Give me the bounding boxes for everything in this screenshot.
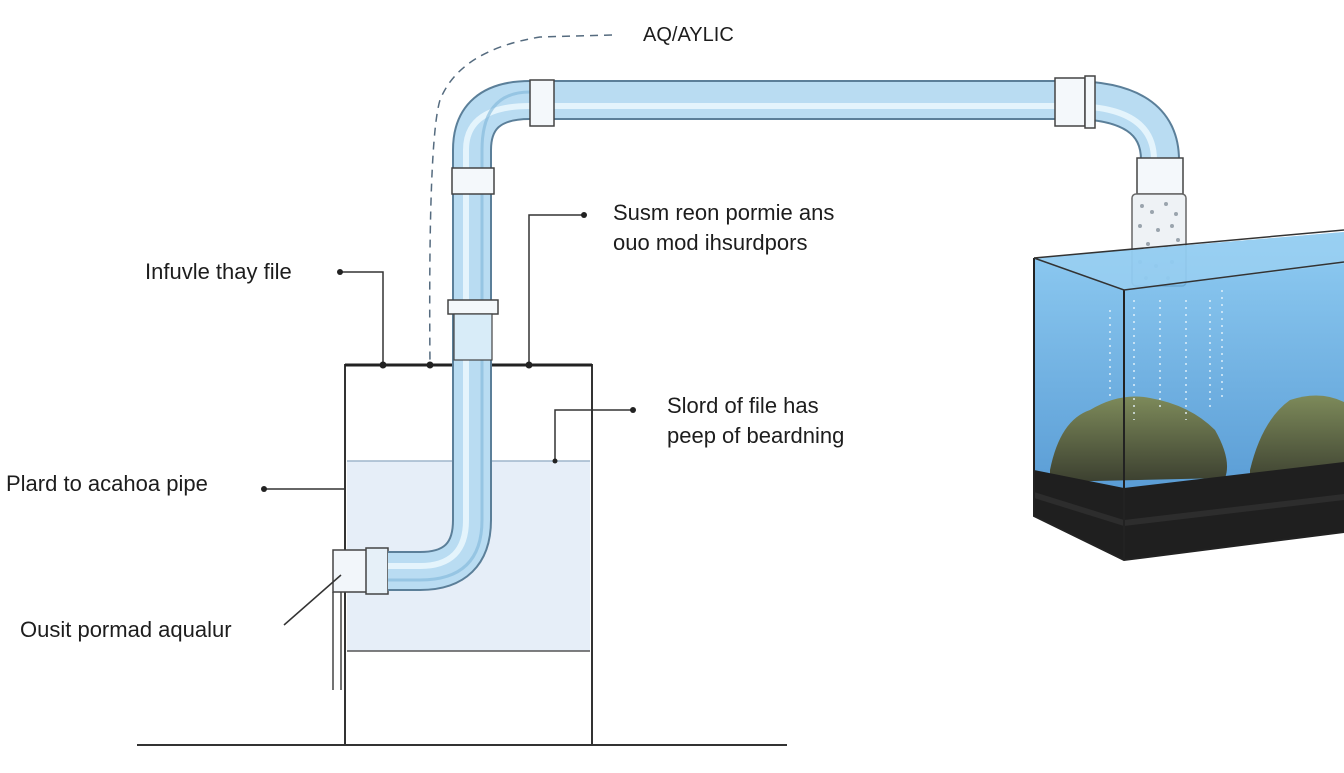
rock (1250, 395, 1344, 484)
label-acrylic: AQ/AYLIC (643, 24, 734, 46)
label-slord-line1: Slord of file has (667, 393, 819, 418)
gravel-bed (1034, 462, 1344, 560)
label-sump-line2: ouo mod ihsurdpors (613, 230, 808, 255)
rock (1050, 396, 1228, 482)
pipe-coupling (529, 79, 555, 127)
label-slord-line2: peep of beardning (667, 423, 845, 448)
pipe-coupling (447, 299, 499, 315)
label-sump-line1: Susm reon pormie ans (613, 200, 835, 225)
leader-dots (261, 212, 636, 492)
leader-lines (264, 34, 633, 626)
label-infuvle: Infuvle thay file (145, 259, 292, 284)
pipe-coupling (1136, 157, 1184, 195)
outlet-fitting (332, 549, 372, 593)
return-pipe (388, 75, 1184, 591)
pipe-coupling (451, 167, 495, 195)
bubble-stream (1109, 290, 1223, 420)
pipe-coupling (1054, 77, 1086, 127)
display-tank (1033, 229, 1344, 562)
label-plard: Plard to acahoa pipe (6, 471, 208, 496)
label-ousit: Ousit pormad aqualur (20, 617, 232, 642)
